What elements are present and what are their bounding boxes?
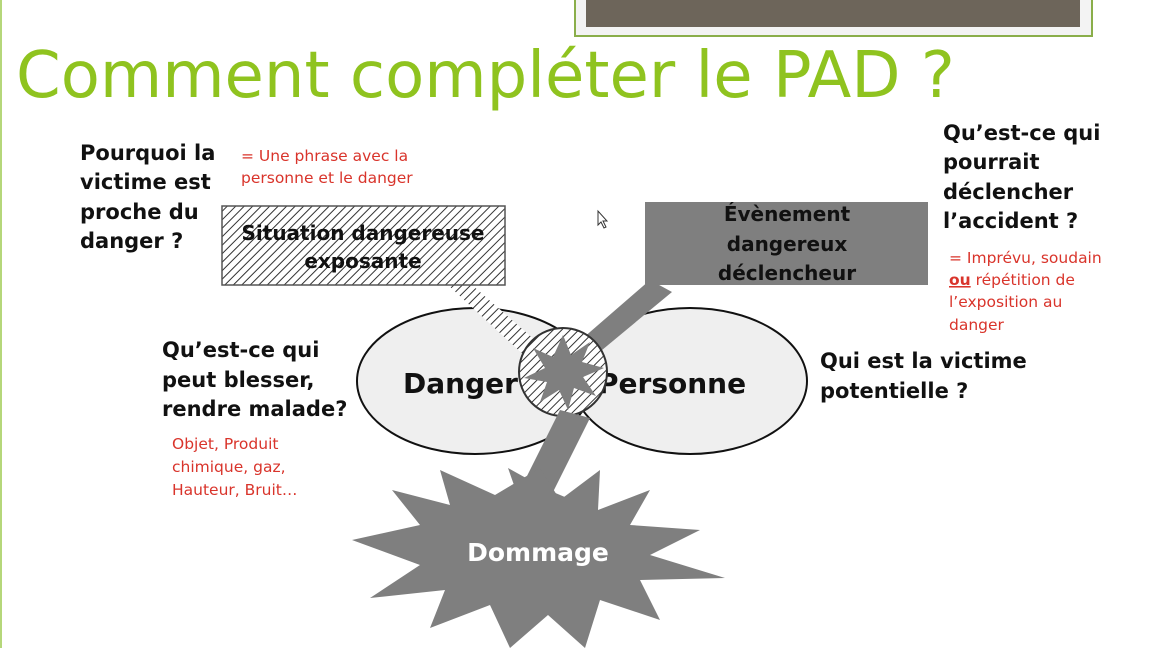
right-note-line: = Imprévu, soudain — [949, 249, 1102, 267]
hazard-note: Objet, Produit chimique, gaz, Hauteur, B… — [172, 435, 297, 499]
left-note: = Une phrase avec la personne et le dang… — [241, 147, 413, 187]
danger-label: Danger — [403, 367, 518, 400]
hazard-question-line: Qu’est-ce qui — [162, 338, 319, 362]
left-note-line: personne et le danger — [241, 169, 413, 187]
situation-line: exposante — [304, 249, 421, 273]
event-line: déclencheur — [718, 261, 856, 285]
hazard-question: Qu’est-ce qui peut blesser, rendre malad… — [162, 338, 347, 421]
left-question-line: Pourquoi la — [80, 141, 215, 165]
hazard-question-line: rendre malade? — [162, 397, 347, 421]
hazard-note-line: Objet, Produit — [172, 435, 278, 453]
hazard-question-line: peut blesser, — [162, 368, 315, 392]
event-line: Évènement — [724, 202, 851, 226]
event-connector — [575, 280, 672, 360]
right-note-line: danger — [949, 316, 1005, 334]
left-question-line: proche du — [80, 200, 199, 224]
event-line: dangereux — [727, 232, 848, 256]
situation-box-text: Situation dangereuse exposante — [242, 221, 485, 273]
right-note: = Imprévu, soudain ou répétition de l’ex… — [949, 249, 1102, 334]
right-note-emphasis: ou — [949, 271, 971, 289]
right-question-line: pourrait — [943, 150, 1040, 174]
victim-question: Qui est la victime potentielle ? — [820, 349, 1027, 403]
damage-starburst — [352, 468, 725, 648]
impact-burst — [524, 335, 604, 410]
right-note-rest: répétition de — [971, 271, 1075, 289]
event-box — [645, 202, 928, 285]
left-note-line: = Une phrase avec la — [241, 147, 408, 165]
right-note-line: l’exposition au — [949, 293, 1062, 311]
damage-label: Dommage — [467, 538, 609, 567]
event-box-text: Évènement dangereux déclencheur — [718, 202, 856, 285]
situation-line: Situation dangereuse — [242, 221, 485, 245]
victim-question-line: Qui est la victime — [820, 349, 1027, 373]
right-question-line: Qu’est-ce qui — [943, 121, 1100, 145]
victim-question-line: potentielle ? — [820, 379, 968, 403]
slide-title: Comment compléter le PAD ? — [16, 39, 955, 113]
left-question-line: victime est — [80, 170, 211, 194]
embedded-frame — [574, 0, 1093, 37]
personne-label: Personne — [598, 367, 746, 400]
situation-box — [221, 205, 506, 286]
right-question-line: déclencher — [943, 180, 1074, 204]
left-question-line: danger ? — [80, 229, 183, 253]
right-question: Qu’est-ce qui pourrait déclencher l’acci… — [943, 121, 1100, 233]
left-question: Pourquoi la victime est proche du danger… — [80, 141, 215, 253]
mouse-cursor-icon — [597, 209, 609, 229]
right-note-line: ou répétition de — [949, 271, 1075, 289]
hazard-note-line: Hauteur, Bruit… — [172, 481, 297, 499]
hazard-note-line: chimique, gaz, — [172, 458, 286, 476]
right-question-line: l’accident ? — [943, 209, 1078, 233]
